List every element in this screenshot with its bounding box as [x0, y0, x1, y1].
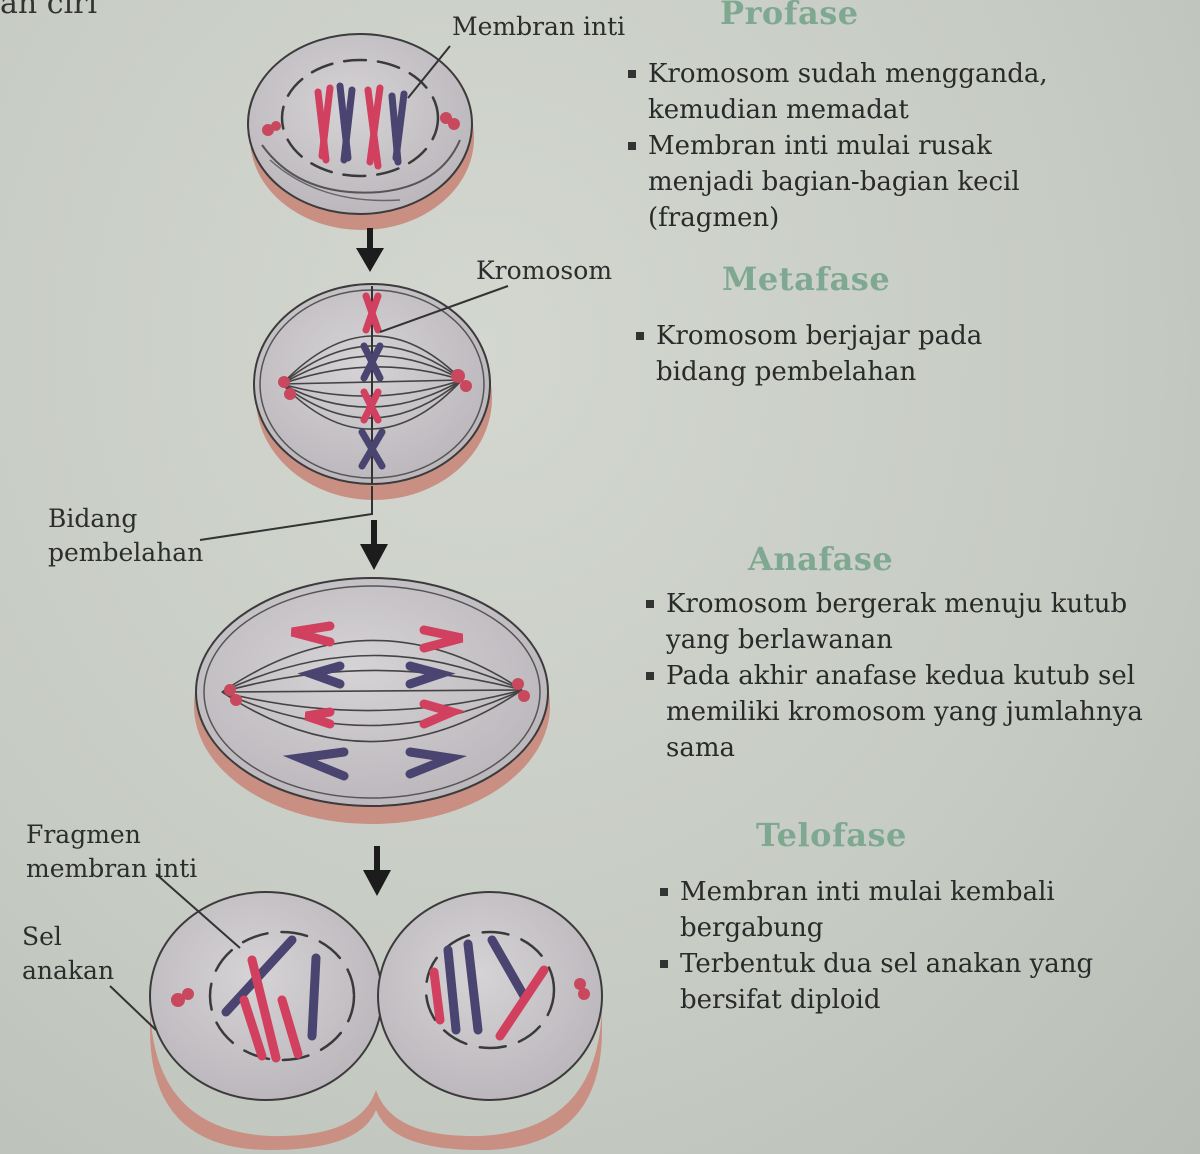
list-item: Terbentuk dua sel anakan yang bersifat d… — [660, 946, 1120, 1018]
label-membran-inti: Membran inti — [452, 12, 626, 41]
arrow-down-icon — [363, 846, 391, 896]
list-item: Membran inti mulai rusak menjadi bagian-… — [628, 128, 1098, 236]
arrow-down-icon — [360, 520, 388, 570]
telophase-cells — [149, 891, 603, 1150]
list-item: Kromosom berjajar pada bidang pembelahan — [636, 318, 1076, 390]
list-item: Membran inti mulai kembali bergabung — [660, 874, 1120, 946]
list-item: Kromosom bergerak menuju kutub yang berl… — [646, 586, 1146, 658]
cropped-corner-text: an ciri — [0, 0, 98, 21]
metaphase-bullets: Kromosom berjajar pada bidang pembelahan — [636, 318, 1076, 390]
label-kromosom: Kromosom — [476, 256, 613, 285]
arrow-down-icon — [356, 228, 384, 272]
phase-title-prophase: Profase — [720, 0, 859, 32]
label-sel-anakan: Sel anakan — [22, 922, 115, 985]
metaphase-cell — [253, 283, 492, 500]
list-item: Pada akhir anafase kedua kutub sel memil… — [646, 658, 1146, 766]
prophase-cell — [247, 33, 474, 230]
anaphase-bullets: Kromosom bergerak menuju kutub yang berl… — [646, 586, 1146, 766]
label-fragmen-membran-inti: Fragmen membran inti — [26, 820, 198, 883]
phase-title-anaphase: Anafase — [748, 540, 894, 578]
anaphase-cell — [194, 577, 550, 824]
telophase-bullets: Membran inti mulai kembali bergabung Ter… — [660, 874, 1120, 1018]
phase-title-metaphase: Metafase — [722, 260, 891, 298]
phase-title-telophase: Telofase — [756, 816, 907, 854]
label-bidang-pembelahan: Bidang pembelahan — [48, 504, 204, 567]
prophase-bullets: Kromosom sudah mengganda, kemudian memad… — [628, 56, 1098, 236]
list-item: Kromosom sudah mengganda, kemudian memad… — [628, 56, 1098, 128]
